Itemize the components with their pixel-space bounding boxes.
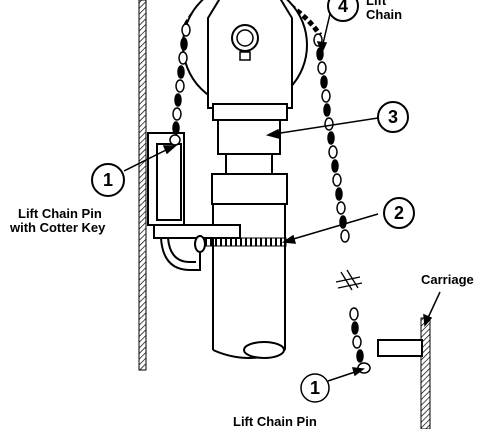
leader-lines bbox=[123, 13, 441, 382]
callout-1-lower-number: 1 bbox=[310, 378, 320, 398]
callout-1-upper-number: 1 bbox=[103, 170, 113, 190]
carriage-label: Carriage bbox=[421, 272, 474, 287]
chain-anchor-bracket bbox=[147, 132, 241, 271]
lift-cylinder bbox=[211, 119, 288, 359]
lower-lift-chain bbox=[349, 307, 371, 374]
cylinder-clamp bbox=[194, 235, 287, 253]
lift-chain-pin-bottom-label: Lift Chain Pin bbox=[233, 414, 317, 429]
lift-chain-label-line1: Lift bbox=[366, 0, 387, 8]
callout-1-lower: 1 bbox=[300, 373, 330, 403]
lift-chain-label-line2: Chain bbox=[366, 7, 403, 22]
sheave-assembly bbox=[182, 0, 323, 121]
callout-3-number: 3 bbox=[388, 107, 398, 127]
right-lift-chain bbox=[313, 33, 350, 243]
callout-4: 4 bbox=[327, 0, 359, 22]
chain-break-symbol bbox=[335, 269, 363, 291]
lift-chain-pin-label-line1: Lift Chain Pin bbox=[18, 206, 102, 221]
callout-1-upper: 1 bbox=[91, 163, 125, 197]
callout-2-number: 2 bbox=[394, 203, 404, 223]
lift-chain-pin-label-line2: with Cotter Key bbox=[10, 220, 106, 235]
left-mast-rail bbox=[138, 0, 147, 371]
callout-4-number: 4 bbox=[338, 0, 348, 16]
carriage-plate bbox=[377, 317, 431, 430]
callout-2: 2 bbox=[383, 197, 415, 229]
callout-3: 3 bbox=[377, 101, 409, 133]
left-lift-chain bbox=[169, 23, 191, 146]
